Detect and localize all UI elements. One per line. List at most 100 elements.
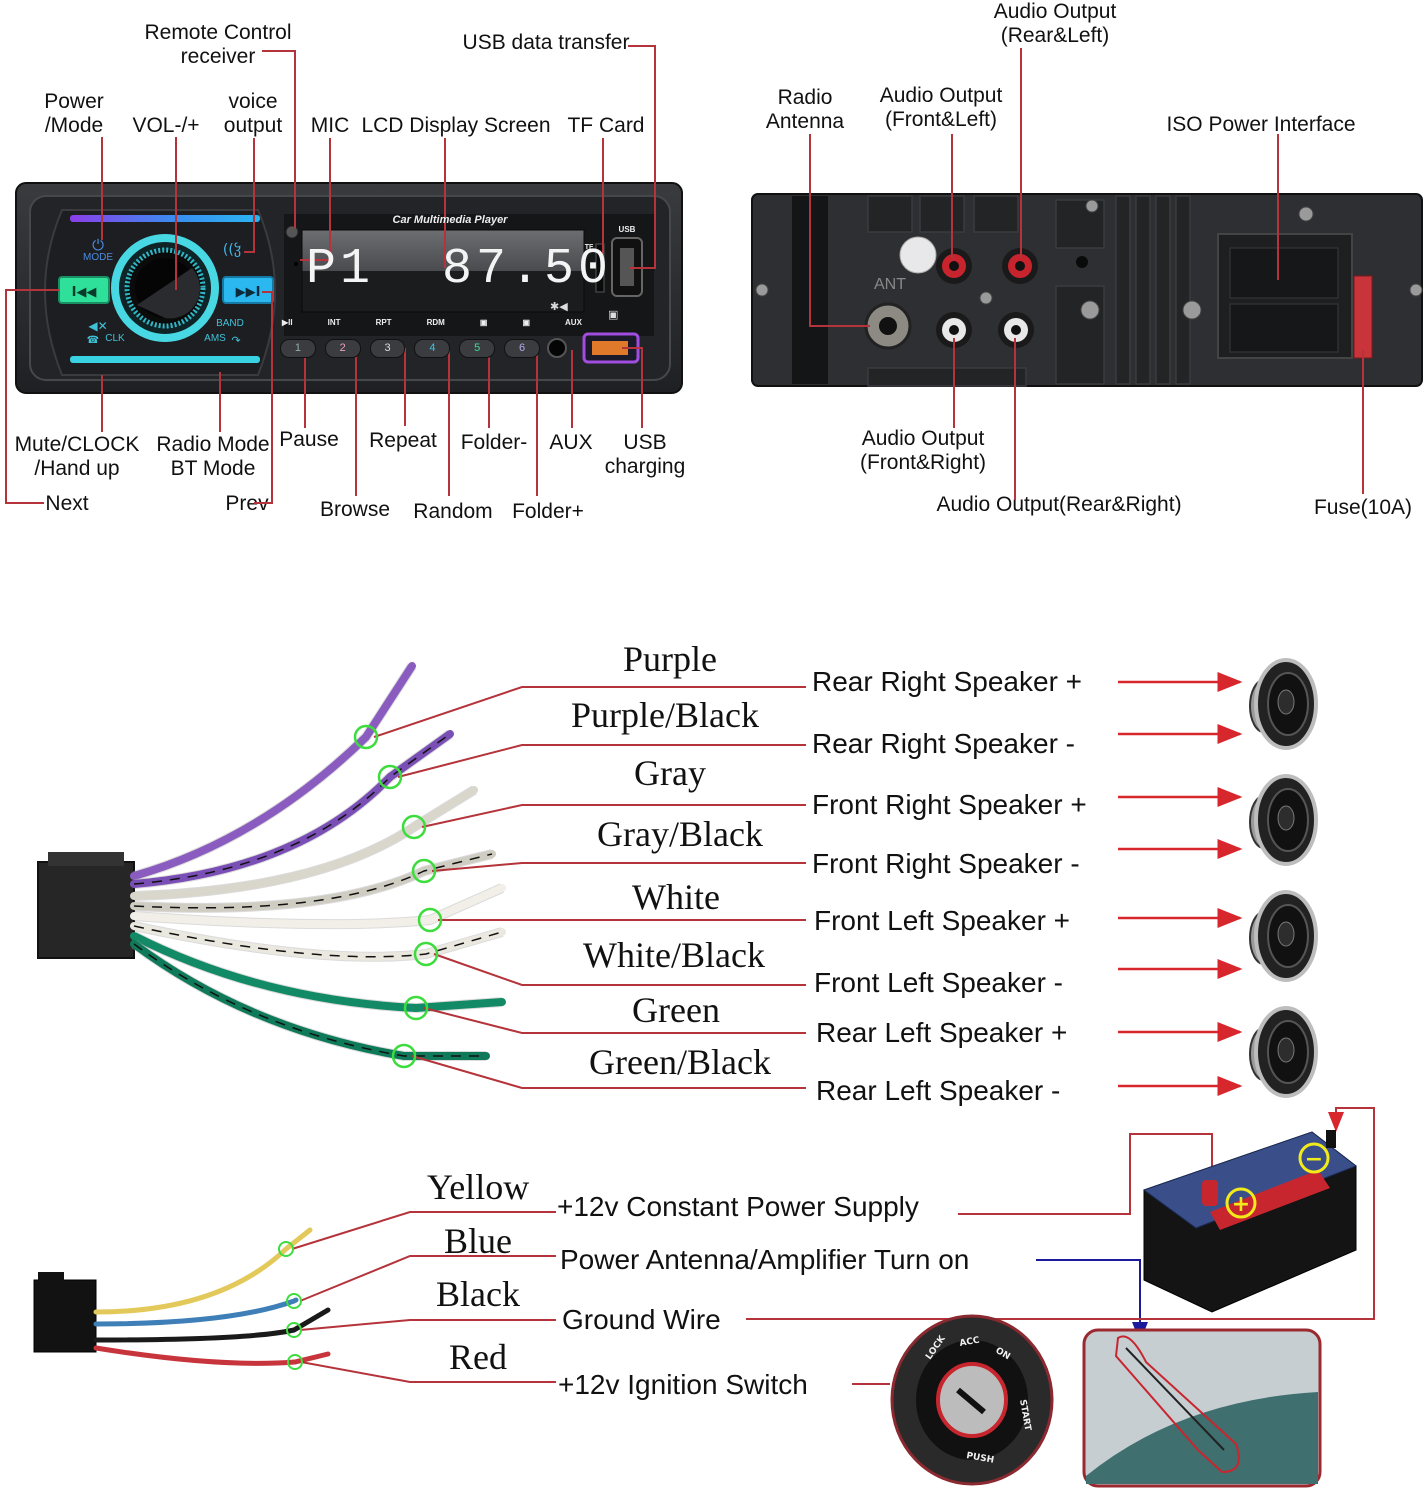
wire-marker-circle	[417, 907, 443, 933]
car-antenna-photo	[1082, 1328, 1322, 1488]
callout-browse: Browse	[319, 498, 391, 521]
folder-up-icon: ▣	[522, 318, 530, 327]
rca-front-left[interactable]	[936, 248, 972, 284]
button-function-row: ▶II INT RPT RDM ▣ ▣ AUX	[282, 318, 582, 330]
iso-power-plug	[33, 1279, 97, 1353]
wire-purple	[130, 662, 416, 880]
rca-rear-left[interactable]	[1002, 248, 1038, 284]
prev-icon: I◀◀	[72, 285, 97, 300]
leader-line	[433, 953, 806, 986]
wire-marker-circle	[278, 1241, 294, 1257]
head-unit-rear	[751, 48, 1423, 500]
callout-pause: Pause	[279, 428, 339, 451]
callout-radio-mode: Radio Mode BT Mode	[156, 433, 270, 480]
bluetooth-icon: ✱◀	[550, 300, 568, 313]
speaker-dustcap	[1277, 1037, 1295, 1063]
wire-stripe	[133, 853, 493, 909]
play-pause-label: ▶II	[282, 318, 293, 327]
ant-label: ANT	[874, 276, 906, 293]
callout-usb-data: USB data transfer	[462, 31, 630, 54]
speaker-dustcap	[1277, 805, 1295, 831]
hangup-icon: ☎	[87, 335, 99, 346]
speaker-icon-front-right	[1249, 774, 1318, 866]
mode-label: MODE	[83, 252, 113, 263]
wire-stripe	[133, 733, 451, 885]
leader-line	[299, 1255, 556, 1302]
wire-name-green: Green	[632, 990, 720, 1030]
ams-icon: ↷	[231, 334, 240, 347]
key-slot	[956, 1387, 986, 1415]
ignition-label: PUSH	[965, 1451, 994, 1466]
function-rear-left-minus: Rear Left Speaker -	[816, 1075, 1061, 1106]
rdm-label: RDM	[426, 318, 445, 327]
callout-folder-minus: Folder-	[460, 431, 528, 454]
wire-white	[130, 884, 506, 929]
callout-folder-plus: Folder+	[512, 500, 584, 523]
tf-label: TF	[584, 244, 594, 251]
fuse[interactable]	[1353, 275, 1373, 359]
function-constant-power: +12v Constant Power Supply	[557, 1191, 919, 1222]
antenna-turn-on-line	[1036, 1259, 1148, 1342]
rear-leader-lines	[809, 48, 1364, 500]
callout-radio-antenna: Radio Antenna	[765, 86, 845, 133]
wire-name-white: White	[632, 877, 720, 917]
rca-rear-right[interactable]	[998, 312, 1034, 348]
preset-button-5[interactable]: 5	[459, 339, 496, 358]
leader-line	[300, 1361, 556, 1383]
preset-button-3[interactable]: 3	[369, 339, 406, 358]
callout-repeat: Repeat	[369, 429, 437, 452]
wire-shadow	[132, 663, 417, 881]
negative-symbol: −	[1305, 1147, 1323, 1172]
wire-green	[130, 932, 506, 1013]
wire-gray	[130, 786, 478, 900]
preset-button-2[interactable]: 2	[324, 339, 361, 358]
ground-to-battery	[746, 1107, 1375, 1320]
rca-front-right[interactable]	[936, 312, 972, 348]
aux-jack[interactable]	[547, 338, 567, 358]
wire-name-gray-black: Gray/Black	[597, 814, 763, 854]
callout-aux: AUX	[549, 431, 593, 454]
antenna-mast	[1125, 1347, 1225, 1451]
callout-power-mode: Power /Mode	[44, 90, 104, 137]
preset-button-4[interactable]: 4	[414, 339, 451, 358]
wire-marker-circle	[413, 941, 439, 967]
leader-line	[397, 744, 806, 778]
function-ground: Ground Wire	[562, 1304, 721, 1335]
lcd-readout: P1 87.50	[306, 241, 613, 298]
callout-lcd: LCD Display Screen	[361, 114, 551, 137]
plug-latch	[48, 852, 124, 866]
car-roof	[1086, 1392, 1318, 1484]
leader-line	[423, 1007, 806, 1034]
wire-yellow	[93, 1227, 313, 1315]
speaker-harness-section: Purple Purple/Black Gray Gray/Black Whit…	[0, 640, 1425, 1110]
preset-button-6[interactable]: 6	[504, 339, 540, 358]
callout-audio-front-left: Audio Output (Front&Left)	[879, 84, 1003, 131]
wire-name-blue: Blue	[444, 1221, 512, 1261]
leader-line	[373, 686, 806, 738]
mute-icon: ◀✕	[88, 319, 107, 333]
rpt-label: RPT	[375, 318, 392, 327]
plug-latch	[38, 1272, 64, 1282]
ignition-label: ACC	[959, 1336, 981, 1349]
function-front-left-minus: Front Left Speaker -	[814, 967, 1064, 998]
leader-line	[411, 1055, 806, 1089]
wire-marker-circle	[391, 1043, 417, 1069]
preset-button-1[interactable]: 1	[280, 339, 316, 358]
positive-terminal	[1202, 1180, 1218, 1206]
brand-text: Car Multimedia Player	[392, 214, 508, 226]
wire-name-purple: Purple	[623, 639, 717, 679]
wire-marker-circle	[353, 724, 379, 750]
wire-marker-circle	[401, 814, 427, 840]
wire-name-gray: Gray	[634, 753, 706, 793]
wire-name-white-black: White/Black	[583, 935, 765, 975]
callout-audio-rear-right: Audio Output(Rear&Right)	[936, 493, 1182, 516]
wire-marker-circle	[287, 1354, 303, 1370]
band-label: BAND	[216, 318, 244, 329]
speaker-icon-rear-left	[1249, 1006, 1318, 1098]
next-button[interactable]	[222, 276, 274, 304]
negative-symbol-ring	[1298, 1142, 1330, 1174]
speaker-dustcap	[1277, 689, 1295, 715]
rear-panel-section: Radio Antenna Audio Output (Front&Left) …	[740, 0, 1425, 530]
